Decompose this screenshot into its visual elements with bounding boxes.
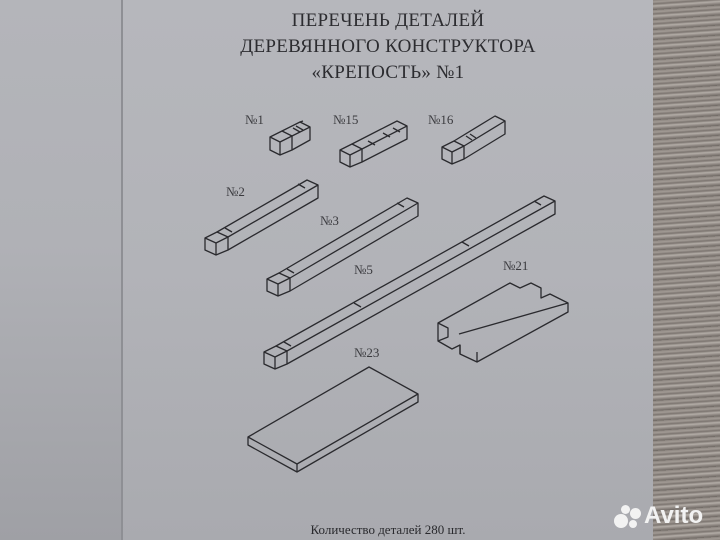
part-label-23: №23 xyxy=(354,345,380,360)
title-line-2: ДЕРЕВЯННОГО КОНСТРУКТОРА xyxy=(240,36,536,57)
left-page xyxy=(0,0,122,540)
part-15-drawing xyxy=(339,120,408,168)
right-page xyxy=(123,0,653,540)
avito-logo-icon xyxy=(612,503,642,529)
page-fold xyxy=(121,0,123,540)
part-label-5: №5 xyxy=(354,262,373,277)
part-label-16: №16 xyxy=(428,112,454,127)
part-3-drawing xyxy=(266,197,419,297)
part-label-2: №2 xyxy=(226,184,245,199)
part-label-3: №3 xyxy=(320,213,339,228)
part-label-15: №15 xyxy=(333,112,359,127)
part-1-drawing xyxy=(269,120,311,156)
part-16-drawing xyxy=(441,115,506,165)
avito-watermark-text: Avito xyxy=(644,502,704,529)
part-21-drawing xyxy=(437,282,569,363)
title-line-3: «КРЕПОСТЬ» №1 xyxy=(311,62,465,83)
part-label-21: №21 xyxy=(503,258,529,273)
part-5-drawing xyxy=(263,195,556,370)
avito-watermark: Avito xyxy=(612,502,703,530)
title-line-1: ПЕРЕЧЕНЬ ДЕТАЛЕЙ xyxy=(291,10,485,31)
part-23-drawing xyxy=(247,366,419,473)
part-label-1: №1 xyxy=(245,112,264,127)
part-2-drawing xyxy=(204,179,319,256)
parts-count-footer: Количество деталей 280 шт. xyxy=(310,522,466,537)
wood-background xyxy=(653,0,720,540)
